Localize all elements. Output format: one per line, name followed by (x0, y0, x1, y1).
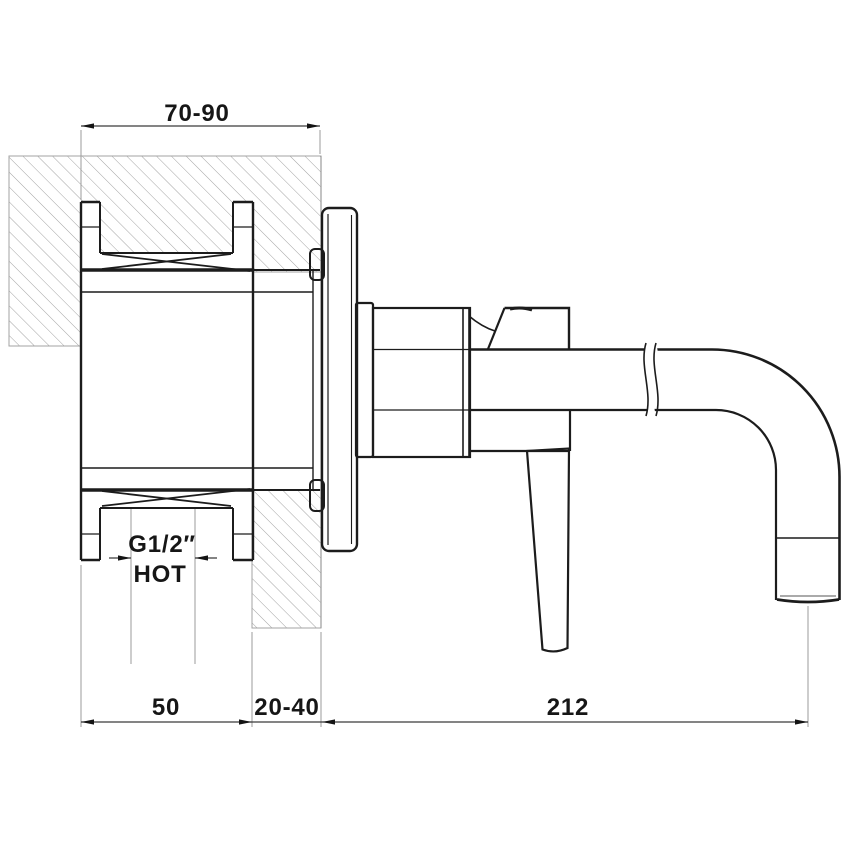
mixer-front-body (354, 301, 572, 459)
plate-lug-bottom (309, 479, 325, 512)
lever-handle (525, 447, 571, 653)
thread-mark-top (101, 253, 251, 272)
spout-outer-bend (711, 348, 841, 478)
body-collar (354, 301, 375, 459)
spout (469, 342, 841, 604)
dim-text-body-width: 50 (152, 694, 180, 721)
in-wall-valve-body (79, 200, 320, 562)
thread-size-label: G1/2″ (128, 531, 196, 558)
dimensions: 70-90 50 20-40 212 G1/2″ HOT (80, 100, 809, 727)
spout-outlet (776, 598, 840, 604)
dim-text-recess-depth: 70-90 (164, 100, 229, 127)
hot-inlet-label: HOT (133, 561, 186, 588)
dimension-arrowheads (81, 123, 808, 725)
handle-dome-arc (468, 315, 496, 332)
dim-text-wall-thickness: 20-40 (254, 694, 319, 721)
spout-inner-bend (715, 408, 778, 471)
dim-text-spout-reach: 212 (547, 694, 589, 721)
thread-mark-bottom (101, 488, 251, 507)
cartridge-housing (504, 306, 571, 349)
plate-lug-top (309, 248, 325, 281)
body-cylinder (371, 306, 472, 459)
